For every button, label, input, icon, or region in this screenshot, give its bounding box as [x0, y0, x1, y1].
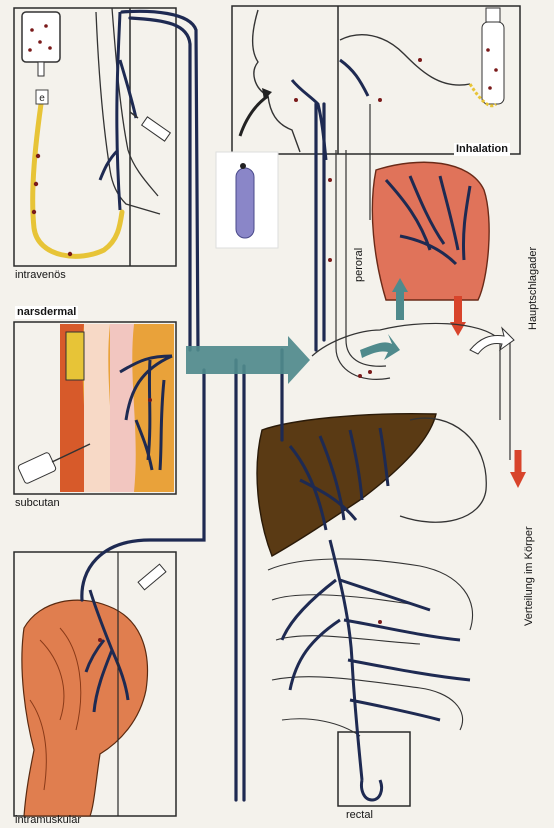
label-intravenous: intravenös	[15, 270, 66, 281]
label-intramuscular: intramuskulär	[15, 815, 81, 826]
label-aorta: Hauptschlagader	[528, 247, 539, 330]
label-inhalation: Inhalation	[454, 143, 510, 156]
label-peroral: peroral	[354, 248, 365, 282]
skin-layers	[60, 324, 174, 492]
tablet	[236, 168, 254, 238]
label-rectal: rectal	[346, 810, 373, 821]
label-subcutaneous: subcutan	[15, 498, 60, 509]
marker-e: e	[39, 93, 45, 104]
label-distribution: Verteilung im Körper	[524, 526, 535, 626]
gas-cylinder	[482, 8, 504, 104]
label-transdermal: narsdermal	[15, 306, 78, 319]
